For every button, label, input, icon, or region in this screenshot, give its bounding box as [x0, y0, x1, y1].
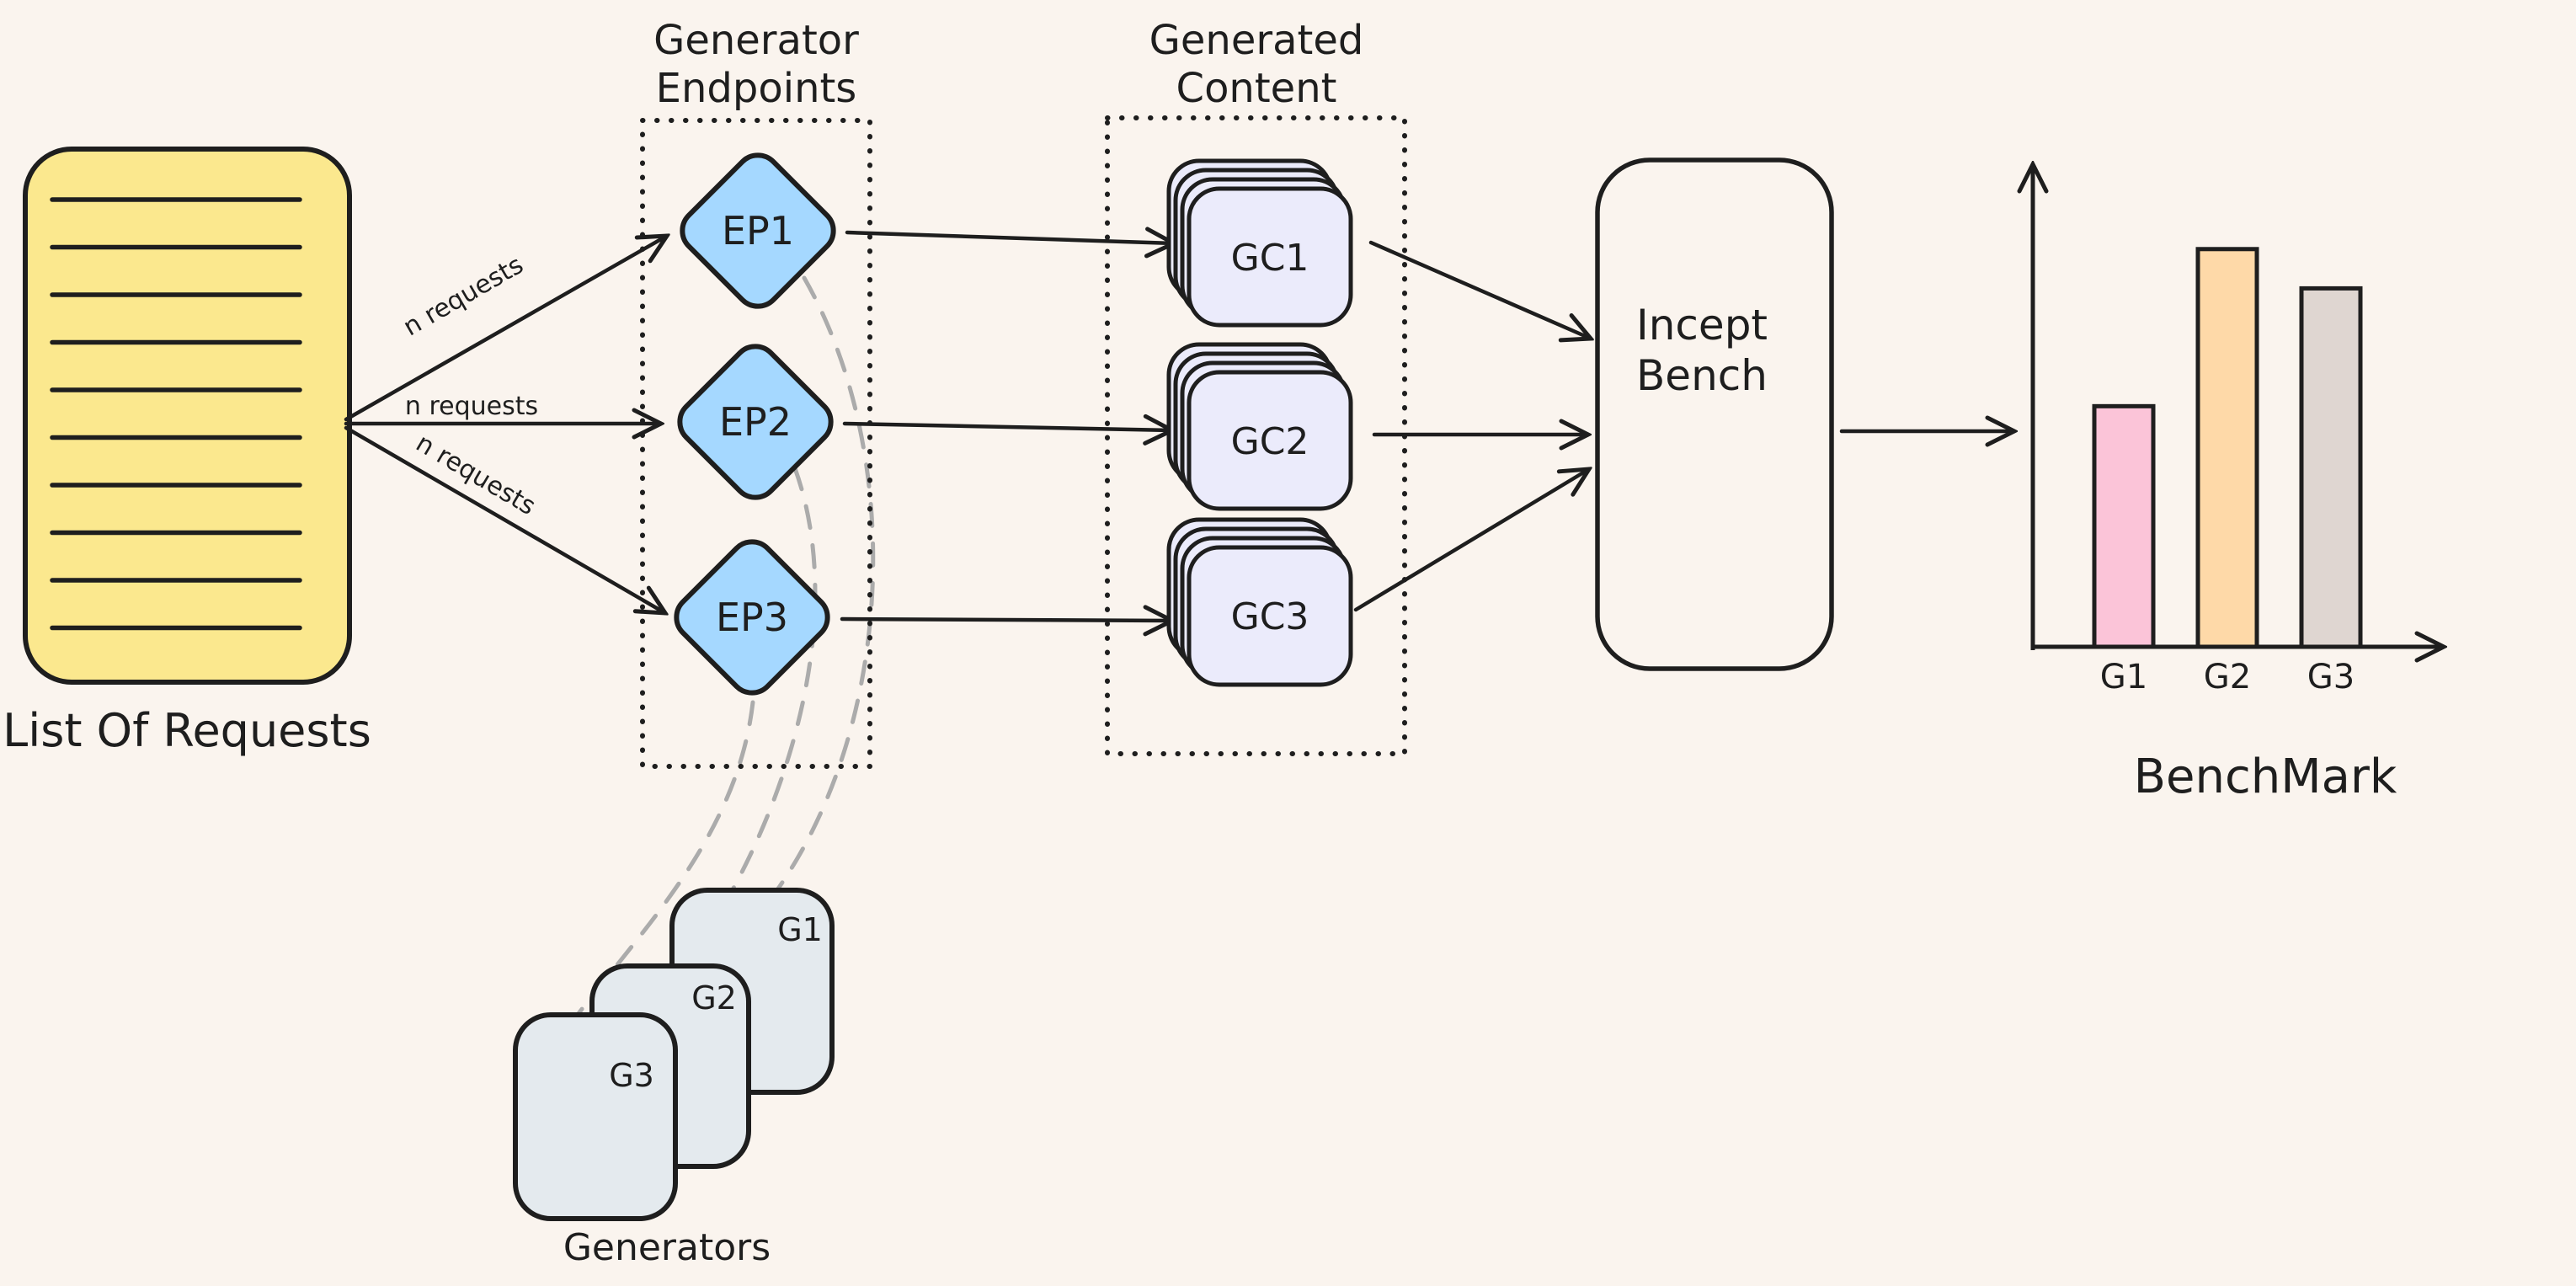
endpoint-to-content-arrows	[840, 232, 1174, 621]
content-title-line1: Generated	[1149, 17, 1364, 64]
endpoint-label: EP2	[719, 399, 792, 445]
generator-link-ep1-g1	[774, 275, 876, 894]
content-label: GC1	[1231, 237, 1309, 280]
bar-label: G2	[2204, 658, 2251, 696]
bench-box	[1595, 157, 1834, 671]
generator-card-label: G2	[691, 979, 737, 1017]
content-title-line2: Content	[1176, 65, 1337, 112]
ep2-to-gc2-arrow	[842, 424, 1172, 430]
bar-label: G3	[2307, 658, 2355, 696]
chart-bar-g3	[2299, 285, 2363, 649]
endpoints-title-line1: Generator	[653, 17, 859, 64]
content-stack-gc2: GC2	[1166, 342, 1353, 511]
endpoint-ep2: EP2	[677, 344, 834, 500]
bar-label: G1	[2100, 658, 2147, 696]
endpoint-ep3: EP3	[674, 539, 830, 696]
stack-card-front	[1187, 370, 1353, 511]
content-stack-gc3: GC3	[1166, 517, 1353, 687]
endpoint-label: EP1	[722, 208, 794, 253]
generators-stack: G1 G2 G3 Generators	[513, 888, 835, 1269]
note-lines	[50, 197, 302, 631]
endpoint-diamond	[674, 539, 830, 696]
bench-label-line1: Incept	[1636, 301, 1768, 350]
request-note: List Of Requests	[3, 147, 371, 757]
stack-card-front	[1187, 186, 1353, 328]
endpoint-label: EP3	[716, 595, 788, 640]
generator-card-label: G3	[609, 1057, 654, 1094]
request-arrow-label: n requests	[405, 392, 538, 421]
endpoint-diamond	[680, 152, 836, 309]
chart-bar-g1	[2092, 403, 2156, 649]
generator-card-label: G1	[777, 911, 823, 948]
endpoints-dotted-box	[640, 118, 872, 769]
request-arrow-label: n requests	[398, 250, 529, 342]
stack-card-front	[1187, 545, 1353, 687]
bench-label-line2: Bench	[1636, 351, 1768, 400]
chart-title: BenchMark	[2134, 750, 2397, 804]
content-label: GC3	[1231, 595, 1309, 638]
ep1-to-gc1-arrow	[845, 232, 1174, 243]
endpoints-title-line2: Endpoints	[656, 65, 857, 112]
generators-label: Generators	[563, 1226, 771, 1269]
generator-card	[513, 1012, 678, 1221]
request-arrow-3	[344, 425, 665, 613]
endpoint-diamond	[677, 344, 834, 500]
gc1-to-bench-arrow	[1368, 240, 1591, 339]
generated-content-group: Generated Content GC1 GC2 GC3	[1105, 17, 1407, 756]
note-label: List Of Requests	[3, 704, 371, 757]
chart-bar-g2	[2195, 247, 2259, 649]
content-stack-gc1: GC1	[1166, 158, 1353, 328]
content-label: GC2	[1231, 420, 1309, 463]
generator-endpoints-group: Generator Endpoints EP1 EP2 EP3	[640, 17, 872, 769]
note-card	[23, 147, 352, 685]
request-arrows: n requests n requests n requests	[344, 236, 667, 613]
ep3-to-gc3-arrow	[840, 619, 1172, 621]
gc3-to-bench-arrow	[1353, 469, 1589, 612]
benchmark-chart: G1 G2 G3 BenchMark	[2031, 164, 2444, 804]
endpoint-ep1: EP1	[680, 152, 836, 309]
incept-bench: Incept Bench	[1595, 157, 1834, 671]
generator-card-g3: G3	[513, 1012, 678, 1221]
request-arrow-1	[344, 236, 667, 422]
content-to-bench-arrows	[1353, 240, 1591, 612]
